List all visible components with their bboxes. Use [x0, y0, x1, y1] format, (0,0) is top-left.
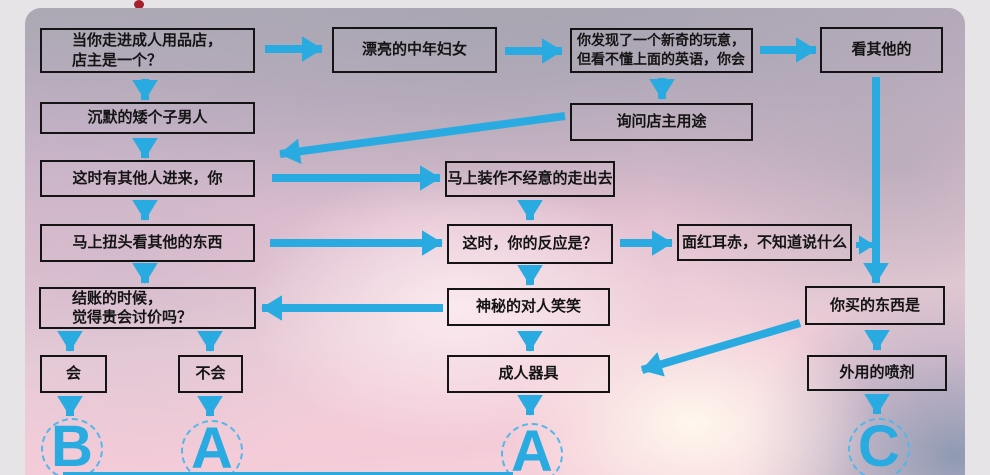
endpoint-circle-a2: A — [501, 423, 563, 475]
node-checkout-bargain: 结账的时候， 觉得贵会讨价吗？ — [39, 287, 256, 329]
node-enter-store: 当你走进成人用品店， 店主是一个？ — [40, 28, 255, 73]
node-what-you-bought: 你买的东西是 — [805, 286, 945, 325]
node-others-come-in: 这时有其他人进来，你 — [40, 160, 255, 197]
node-silent-short-man: 沉默的矮个子男人 — [40, 102, 255, 134]
bottom-blue-line — [63, 472, 513, 475]
node-external-spray: 外用的喷剂 — [807, 355, 947, 391]
node-blush: 面红耳赤，不知道说什么 — [677, 224, 852, 261]
node-novel-gadget: 你发现了一个新奇的玩意， 但看不懂上面的英语，你会 — [570, 28, 753, 73]
node-adult-device: 成人器具 — [447, 355, 610, 393]
node-no: 不会 — [178, 355, 243, 393]
node-your-reaction: 这时，你的反应是？ — [447, 224, 613, 264]
node-walk-out-casually: 马上装作不经意的走出去 — [445, 161, 615, 197]
node-ask-owner: 询问店主用途 — [570, 103, 753, 141]
endpoint-circle-c: C — [848, 418, 910, 475]
node-middle-aged-woman: 漂亮的中年妇女 — [332, 27, 497, 73]
flowchart-panel: 当你走进成人用品店， 店主是一个？ 漂亮的中年妇女 你发现了一个新奇的玩意， 但… — [25, 8, 965, 475]
node-yes: 会 — [40, 355, 107, 393]
node-mysterious-smile: 神秘的对人笑笑 — [447, 288, 610, 326]
endpoint-letter: C — [858, 414, 900, 475]
endpoint-circle-b: B — [41, 418, 103, 475]
red-dot-decoration — [134, 0, 144, 9]
endpoint-letter: B — [51, 414, 93, 475]
endpoint-letter: A — [511, 419, 553, 475]
node-look-others: 看其他的 — [820, 27, 943, 73]
arrow-ask-owner-to-others-come — [279, 112, 566, 165]
endpoint-letter: A — [191, 416, 233, 475]
endpoint-circle-a1: A — [181, 420, 243, 475]
flow-arrows — [57, 36, 890, 417]
node-turn-head: 马上扭头看其他的东西 — [40, 224, 255, 262]
arrow-bought-to-adult-device — [640, 319, 802, 377]
